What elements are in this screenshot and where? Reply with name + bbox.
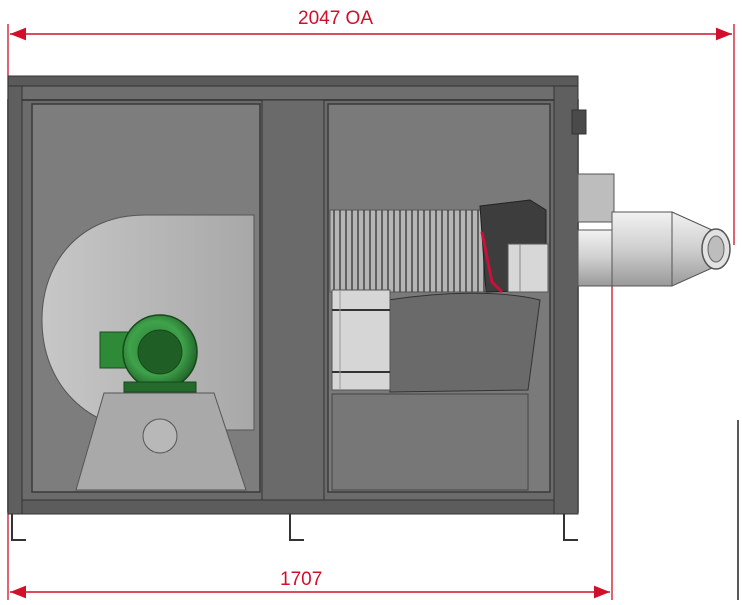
fan-compartment <box>31 103 261 493</box>
shaft-opening <box>142 418 178 454</box>
outlet-collar <box>507 243 549 293</box>
transition-duct <box>387 292 541 393</box>
lower-panel <box>331 393 529 491</box>
overall-length-label: 2047 OA <box>294 9 377 29</box>
exhaust-duct <box>577 173 731 287</box>
base-length-label: 1707 <box>276 570 327 590</box>
coil-fins <box>329 209 491 293</box>
motor-icon <box>99 314 198 393</box>
heater-element <box>480 231 504 294</box>
damper <box>331 289 391 391</box>
coil-compartment <box>327 103 551 493</box>
support-feet <box>11 514 578 541</box>
